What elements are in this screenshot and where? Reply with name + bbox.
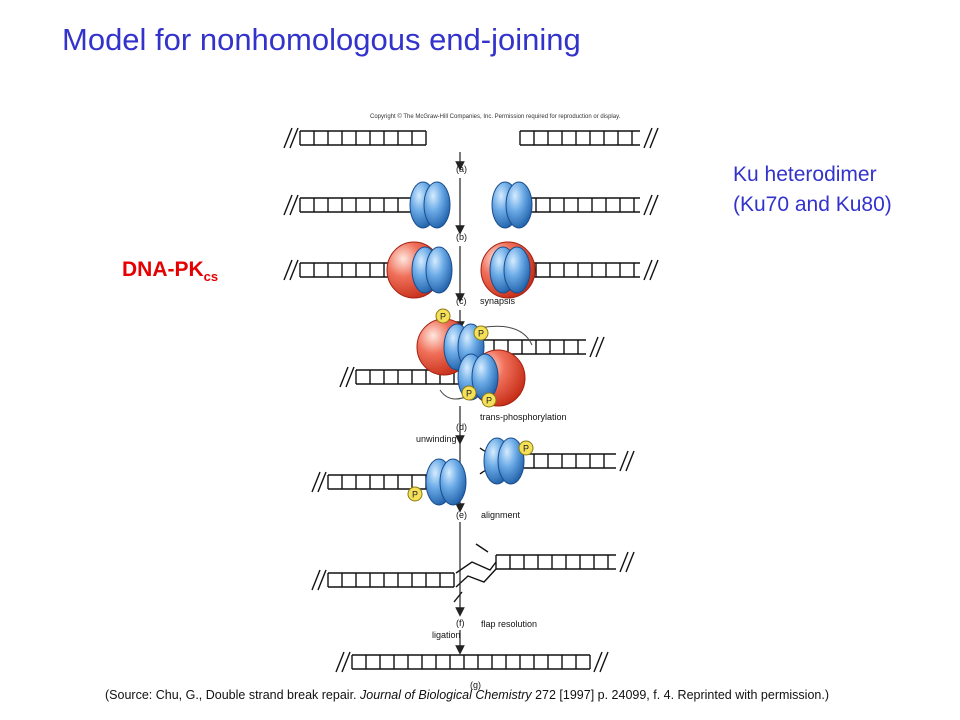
- flap-tail: [453, 591, 463, 603]
- phosphate-label: P: [478, 329, 484, 339]
- source-suffix: 272 [1997] p. 24099, f. 4. Reprinted wit…: [531, 688, 830, 702]
- ku-heterodimer: [425, 458, 467, 506]
- source-journal: Journal of Biological Chemistry: [360, 688, 532, 702]
- proteins-layer: P P P P P P: [386, 181, 536, 506]
- step-g-label: (g): [470, 680, 481, 690]
- phosphate-group: P: [473, 325, 489, 341]
- ku-heterodimer: [409, 181, 451, 229]
- phosphate-label: P: [412, 490, 418, 500]
- break-mark: [283, 127, 293, 149]
- break-mark: [341, 651, 351, 673]
- ku-label-line1: Ku heterodimer: [733, 163, 877, 186]
- phosphate-circle: [435, 308, 451, 324]
- ku80-subunit: [503, 246, 531, 294]
- phosphate-circle: [407, 486, 423, 502]
- break-mark: [649, 259, 659, 281]
- ku-heterodimer: [483, 437, 525, 485]
- phosphate-label: P: [523, 444, 529, 454]
- ku-heterodimer-label: Ku heterodimer (Ku70 and Ku80): [733, 160, 892, 220]
- phosphate-label: P: [466, 389, 472, 399]
- trans-phosphorylation-label: trans-phosphorylation: [480, 412, 567, 422]
- step-c-label: (c): [456, 296, 467, 306]
- synapsis-label: synapsis: [480, 296, 516, 306]
- source-citation: (Source: Chu, G., Double strand break re…: [105, 688, 829, 702]
- break-mark: [649, 127, 659, 149]
- break-mark: [335, 651, 345, 673]
- phosphate-label: P: [486, 396, 492, 406]
- ku80-subunit: [425, 246, 453, 294]
- alignment-label: alignment: [481, 510, 521, 520]
- source-prefix: (Source: Chu, G., Double strand break re…: [105, 688, 360, 702]
- dnapk-cs-label: DNA-PKcs: [122, 258, 218, 284]
- break-mark: [619, 450, 629, 472]
- unwinding-label: unwinding: [416, 434, 457, 444]
- ku80-subunit: [497, 437, 525, 485]
- flap-tail: [475, 543, 489, 553]
- break-mark: [289, 194, 299, 216]
- break-mark: [345, 366, 355, 388]
- step-f-label: (f): [456, 618, 465, 628]
- phosphate-circle: [481, 392, 497, 408]
- step-arrows-layer: [439, 152, 533, 655]
- break-mark: [289, 127, 299, 149]
- phosphate-group: P: [435, 308, 451, 324]
- ku80-subunit: [439, 458, 467, 506]
- copyright-notice: Copyright © The McGraw-Hill Companies, I…: [370, 114, 621, 120]
- dna-duplex: [519, 127, 659, 149]
- ku-heterodimer: [411, 246, 453, 294]
- phosphate-circle: [518, 440, 534, 456]
- dna-duplex: [311, 569, 455, 591]
- break-mark: [599, 651, 609, 673]
- slide-title: Model for nonhomologous end-joining: [62, 22, 581, 57]
- phosphate-circle: [461, 385, 477, 401]
- aligned-flap: [455, 568, 497, 588]
- ligation-label: ligation: [432, 630, 461, 640]
- aligned-flap: [455, 561, 497, 574]
- phosphate-circle: [473, 325, 489, 341]
- break-mark: [643, 127, 653, 149]
- step-e-label: (e): [456, 510, 467, 520]
- break-mark: [625, 551, 635, 573]
- step-d-label: (d): [456, 422, 467, 432]
- break-mark: [317, 569, 327, 591]
- break-mark: [283, 259, 293, 281]
- phosphate-group: P: [481, 392, 497, 408]
- phosphate-group: P: [518, 440, 534, 456]
- dna-duplex: [335, 651, 609, 673]
- ku-label-line2: (Ku70 and Ku80): [733, 193, 892, 216]
- break-mark: [589, 336, 599, 358]
- break-mark: [339, 366, 349, 388]
- flap-resolution-label: flap resolution: [481, 619, 537, 629]
- dna-duplex: [283, 127, 427, 149]
- break-mark: [649, 194, 659, 216]
- ku80-subunit: [423, 181, 451, 229]
- phosphate-group: P: [407, 486, 423, 502]
- break-mark: [311, 569, 321, 591]
- dnapk-label-main: DNA-PK: [122, 258, 204, 281]
- dnapk-label-sub: cs: [203, 269, 219, 284]
- break-mark: [643, 259, 653, 281]
- break-mark: [593, 651, 603, 673]
- dna-duplex: [283, 194, 430, 216]
- break-mark: [643, 194, 653, 216]
- break-mark: [317, 471, 327, 493]
- ku-heterodimer: [489, 246, 531, 294]
- break-mark: [289, 259, 299, 281]
- step-b-label: (b): [456, 232, 467, 242]
- phosphate-group: P: [461, 385, 477, 401]
- ku-heterodimer: [491, 181, 533, 229]
- break-mark: [311, 471, 321, 493]
- break-mark: [619, 551, 629, 573]
- break-mark: [625, 450, 635, 472]
- dna-duplex: [495, 551, 635, 573]
- step-a-label: (a): [456, 164, 467, 174]
- phosphate-label: P: [440, 312, 446, 322]
- ku80-subunit: [505, 181, 533, 229]
- break-mark: [283, 194, 293, 216]
- break-mark: [595, 336, 605, 358]
